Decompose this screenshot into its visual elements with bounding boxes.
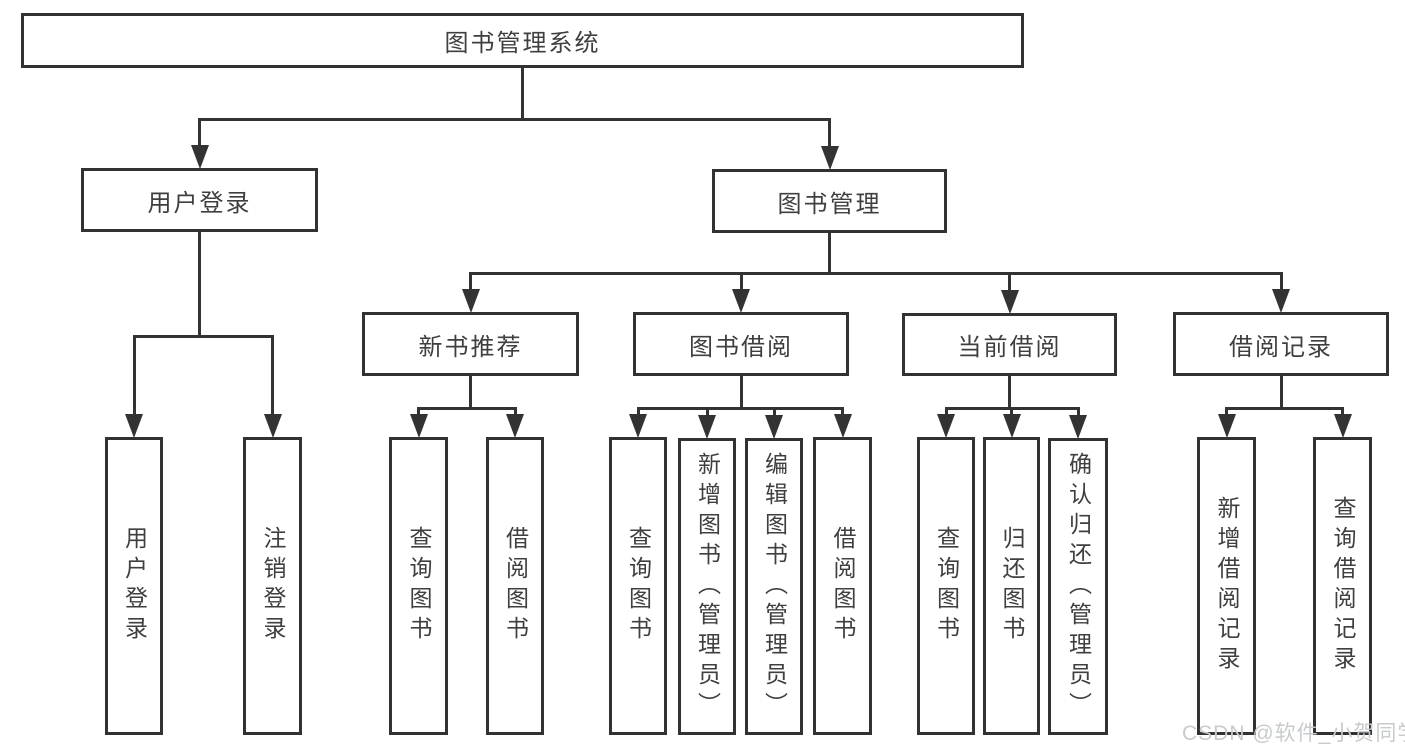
- connector-line: [841, 407, 844, 417]
- node-new-book-recommend: 新书推荐: [362, 312, 579, 376]
- connector-line: [1279, 375, 1283, 410]
- node-leaf-cb-confirm: 确认归还（管理员）: [1048, 438, 1108, 735]
- node-label-leaf-logout: 注销登录: [260, 526, 286, 646]
- node-label-leaf-user-login: 用户登录: [121, 526, 148, 646]
- node-label-leaf-br-query: 查询借阅记录: [1330, 496, 1356, 676]
- node-label-leaf-br-add: 新增借阅记录: [1214, 496, 1240, 676]
- node-leaf-cb-query: 查询图书: [917, 437, 975, 735]
- node-label-new-book-recommend: 新书推荐: [418, 333, 523, 361]
- arrowhead-icon: [263, 414, 282, 438]
- node-label-book-borrow: 图书借阅: [689, 333, 793, 361]
- node-label-leaf-bb-add: 新增图书（管理员）: [694, 451, 721, 722]
- node-leaf-cb-return: 归还图书: [983, 437, 1040, 735]
- node-label-leaf-bb-borrow: 借阅图书: [830, 526, 856, 646]
- node-leaf-nb-borrow: 借阅图书: [486, 437, 544, 735]
- arrowhead-icon: [1069, 415, 1087, 439]
- node-leaf-br-add: 新增借阅记录: [1197, 437, 1256, 735]
- connector-line: [1010, 407, 1013, 417]
- arrowhead-icon: [629, 414, 647, 438]
- arrowhead-icon: [765, 415, 783, 439]
- node-borrow-records: 借阅记录: [1173, 312, 1389, 376]
- connector-line: [1225, 407, 1228, 417]
- connector-line: [469, 272, 1283, 275]
- node-leaf-br-query: 查询借阅记录: [1313, 437, 1372, 735]
- connector-line: [1341, 407, 1344, 417]
- node-leaf-bb-query: 查询图书: [609, 437, 667, 735]
- connector-line: [636, 407, 844, 410]
- connector-line: [1225, 407, 1344, 410]
- node-label-leaf-nb-borrow: 借阅图书: [502, 526, 529, 646]
- arrowhead-icon: [1272, 289, 1290, 313]
- connector-line: [705, 407, 709, 418]
- connector-line: [198, 118, 831, 121]
- csdn-watermark: CSDN @软件_小贺同学: [1182, 722, 1405, 745]
- arrowhead-icon: [820, 146, 839, 170]
- node-label-leaf-bb-query: 查询图书: [625, 526, 652, 646]
- node-leaf-bb-borrow: 借阅图书: [813, 437, 872, 735]
- arrowhead-icon: [1333, 414, 1352, 438]
- arrowhead-icon: [1002, 414, 1021, 438]
- arrowhead-icon: [937, 414, 955, 438]
- arrowhead-icon: [1217, 414, 1236, 438]
- node-label-leaf-nb-query: 查询图书: [406, 526, 432, 646]
- node-label-user-login: 用户登录: [147, 189, 252, 217]
- connector-line: [739, 375, 743, 410]
- node-label-leaf-bb-edit: 编辑图书（管理员）: [761, 451, 788, 722]
- connector-line: [417, 407, 420, 417]
- connector-line: [469, 375, 472, 410]
- node-label-leaf-cb-confirm: 确认归还（管理员）: [1065, 451, 1092, 722]
- arrowhead-icon: [833, 414, 852, 438]
- arrowhead-icon: [125, 414, 143, 438]
- node-book-borrow: 图书借阅: [633, 312, 849, 376]
- connector-line: [636, 407, 640, 417]
- connector-line: [1076, 407, 1080, 418]
- node-user-login: 用户登录: [81, 168, 318, 232]
- arrowhead-icon: [732, 289, 750, 313]
- connector-line: [198, 118, 201, 148]
- connector-line: [469, 272, 472, 292]
- connector-line: [828, 232, 831, 275]
- connector-line: [198, 231, 201, 338]
- arrowhead-icon: [461, 289, 480, 313]
- node-leaf-bb-edit: 编辑图书（管理员）: [745, 438, 803, 735]
- node-label-book-management: 图书管理: [777, 190, 882, 218]
- connector-line: [132, 335, 274, 338]
- connector-line: [521, 67, 524, 121]
- connector-line: [739, 272, 743, 292]
- node-current-borrow: 当前借阅: [902, 313, 1117, 376]
- node-leaf-user-login: 用户登录: [105, 437, 163, 735]
- node-label-leaf-cb-return: 归还图书: [999, 526, 1025, 646]
- node-label-borrow-records: 借阅记录: [1229, 333, 1333, 361]
- connector-line: [1008, 375, 1011, 410]
- connector-line: [1279, 272, 1283, 292]
- node-leaf-bb-add: 新增图书（管理员）: [678, 438, 736, 735]
- node-root-system: 图书管理系统: [21, 13, 1024, 68]
- node-label-leaf-cb-query: 查询图书: [933, 526, 960, 646]
- node-leaf-logout: 注销登录: [243, 437, 302, 735]
- connector-line: [271, 335, 274, 417]
- connector-line: [513, 407, 517, 417]
- connector-line: [828, 118, 831, 149]
- connector-line: [1008, 272, 1011, 293]
- connector-line: [944, 407, 948, 417]
- arrowhead-icon: [190, 145, 209, 169]
- node-label-root-system: 图书管理系统: [444, 30, 601, 57]
- node-book-management: 图书管理: [712, 169, 947, 233]
- node-label-current-borrow: 当前借阅: [957, 334, 1062, 361]
- connector-line: [772, 407, 776, 418]
- arrowhead-icon: [409, 414, 428, 438]
- arrowhead-icon: [1000, 290, 1019, 314]
- arrowhead-icon: [698, 415, 716, 439]
- node-leaf-nb-query: 查询图书: [389, 437, 448, 735]
- arrowhead-icon: [506, 414, 524, 438]
- connector-line: [132, 335, 136, 417]
- connector-line: [417, 407, 517, 410]
